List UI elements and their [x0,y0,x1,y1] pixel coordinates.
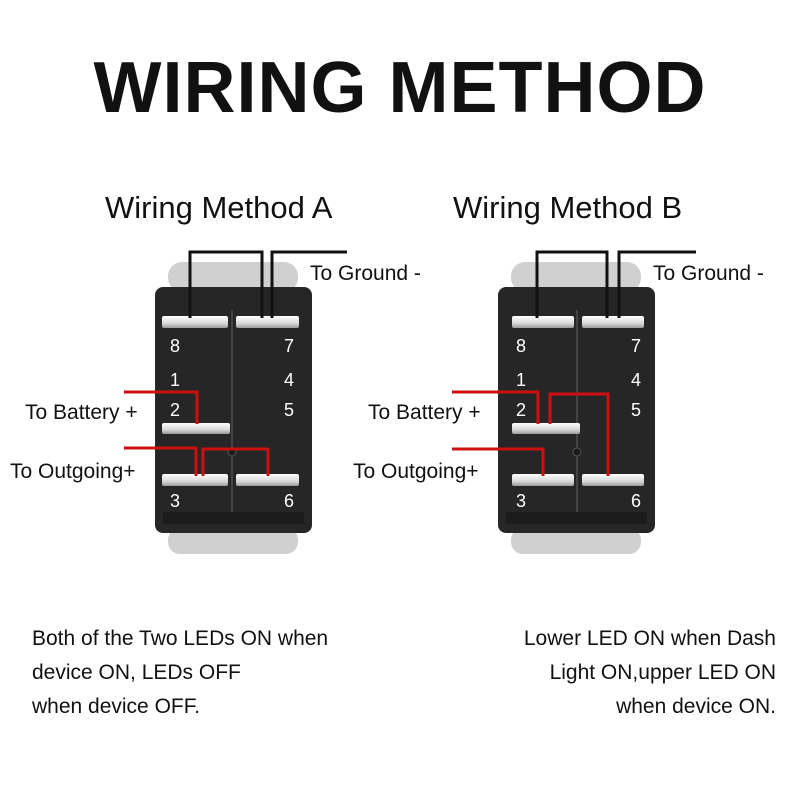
description-line: when device ON. [616,695,776,718]
terminal-8 [512,316,574,328]
terminal-6 [582,474,644,486]
switch-b-bottom-cap [511,528,641,554]
terminal-8 [162,316,228,328]
method-a-description: Both of the Two LEDs ON when device ON, … [32,622,328,724]
switch-a-body [155,287,312,533]
terminal-7 [236,316,299,328]
pin-2: 2 [516,400,526,420]
method-b-ground-label: To Ground - [653,262,764,285]
terminal-2 [162,423,230,434]
pin-6: 6 [631,491,641,511]
description-line: Lower LED ON when Dash [523,627,776,650]
method-a-battery-label: To Battery + [25,401,138,424]
pin-8: 8 [170,336,180,356]
pin-4: 4 [631,370,641,390]
terminal-3 [512,474,574,486]
terminal-2 [512,423,580,434]
page-title: WIRING METHOD [93,48,707,128]
method-b-description: Lower LED ON when Dash Light ON,upper LE… [524,622,776,724]
pin-1: 1 [170,370,180,390]
pin-7: 7 [631,336,641,356]
method-b-battery-label: To Battery + [368,401,481,424]
switch-b-ground-wire [535,250,696,318]
description-line: device ON, LEDs OFF [32,661,241,684]
switch-a-outgoing-wire [124,446,270,476]
pin-3: 3 [170,491,180,511]
switch-a-bottom-cap [168,528,298,554]
description-line: Both of the Two LEDs ON when [32,627,329,650]
pin-5: 5 [631,400,641,420]
switch-b: 8 7 1 4 2 5 3 6 [452,250,696,554]
method-a-title: Wiring Method A [105,190,333,225]
pin-4: 4 [284,370,294,390]
pin-2: 2 [170,400,180,420]
description-line: Light ON,upper LED ON [549,661,776,684]
switch-a-ground-wire [188,250,347,318]
method-a-outgoing-label: To Outgoing+ [10,460,136,483]
method-a-ground-label: To Ground - [310,262,421,285]
terminal-7 [582,316,644,328]
description-line: when device OFF. [32,695,201,718]
switch-a-battery-wire [124,390,199,424]
switch-b-outgoing-wire [452,447,545,476]
method-b-outgoing-label: To Outgoing+ [353,460,479,483]
pin-8: 8 [516,336,526,356]
method-b-title: Wiring Method B [453,190,683,225]
pin-6: 6 [284,491,294,511]
pin-5: 5 [284,400,294,420]
pin-3: 3 [516,491,526,511]
terminal-6 [236,474,299,486]
pin-1: 1 [516,370,526,390]
pin-7: 7 [284,336,294,356]
switch-a-top-cap [168,262,298,292]
switch-a: 8 7 1 4 2 5 3 6 [124,250,347,554]
terminal-3 [162,474,228,486]
switch-b-battery-wire [452,390,610,476]
